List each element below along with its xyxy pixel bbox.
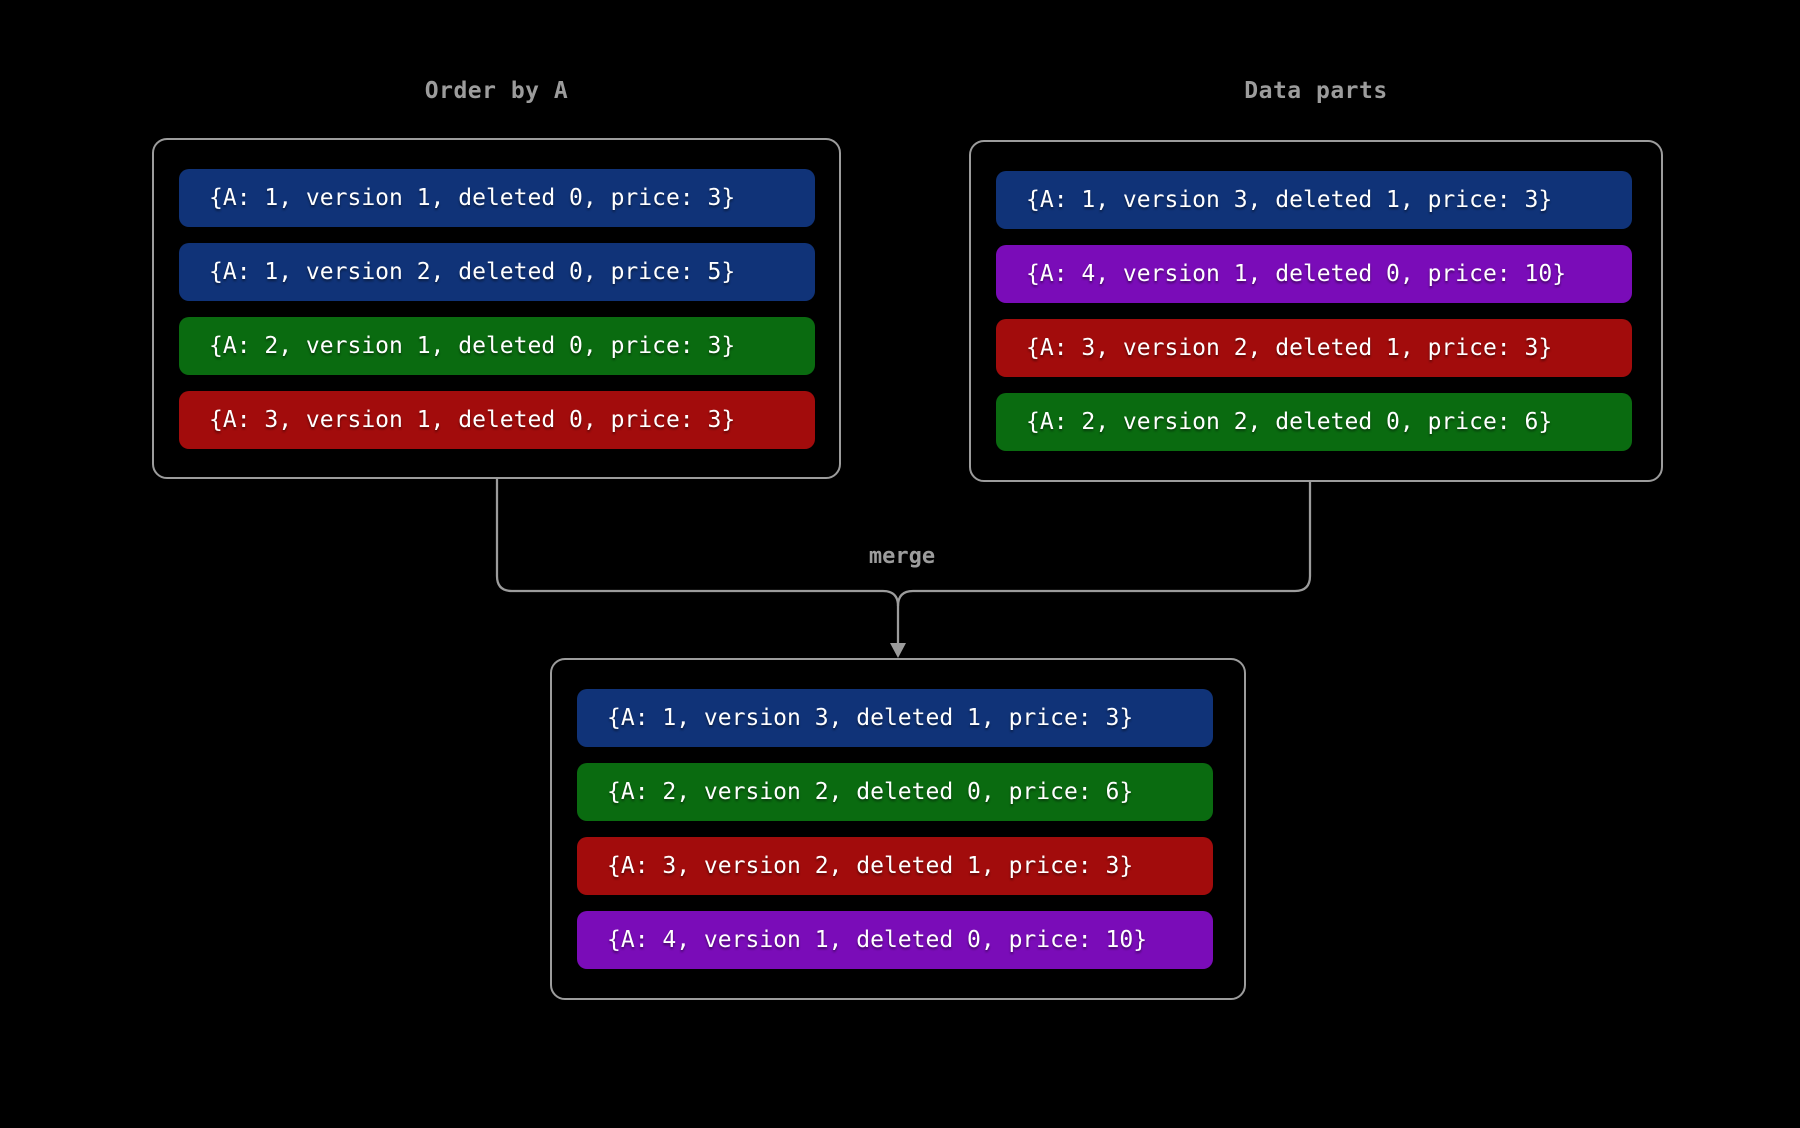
panel-data-parts: {A: 1, version 3, deleted 1, price: 3} {… [969, 140, 1663, 482]
data-row: {A: 1, version 3, deleted 1, price: 3} [577, 689, 1213, 747]
merge-arrow-icon [890, 643, 906, 658]
panel-order-by-a: {A: 1, version 1, deleted 0, price: 3} {… [152, 138, 841, 479]
data-row: {A: 4, version 1, deleted 0, price: 10} [577, 911, 1213, 969]
merge-label: merge [868, 544, 936, 569]
data-row: {A: 4, version 1, deleted 0, price: 10} [996, 245, 1632, 303]
data-row: {A: 2, version 2, deleted 0, price: 6} [577, 763, 1213, 821]
panel-title-data-parts: Data parts [1244, 78, 1388, 104]
data-row: {A: 1, version 2, deleted 0, price: 5} [179, 243, 815, 301]
data-row: {A: 2, version 1, deleted 0, price: 3} [179, 317, 815, 375]
data-row: {A: 3, version 2, deleted 1, price: 3} [996, 319, 1632, 377]
data-row: {A: 3, version 1, deleted 0, price: 3} [179, 391, 815, 449]
data-row: {A: 1, version 3, deleted 1, price: 3} [996, 171, 1632, 229]
panel-merged-result: {A: 1, version 3, deleted 1, price: 3} {… [550, 658, 1246, 1000]
panel-title-order-by-a: Order by A [424, 78, 569, 104]
data-row: {A: 1, version 1, deleted 0, price: 3} [179, 169, 815, 227]
data-row: {A: 3, version 2, deleted 1, price: 3} [577, 837, 1213, 895]
data-row: {A: 2, version 2, deleted 0, price: 6} [996, 393, 1632, 451]
